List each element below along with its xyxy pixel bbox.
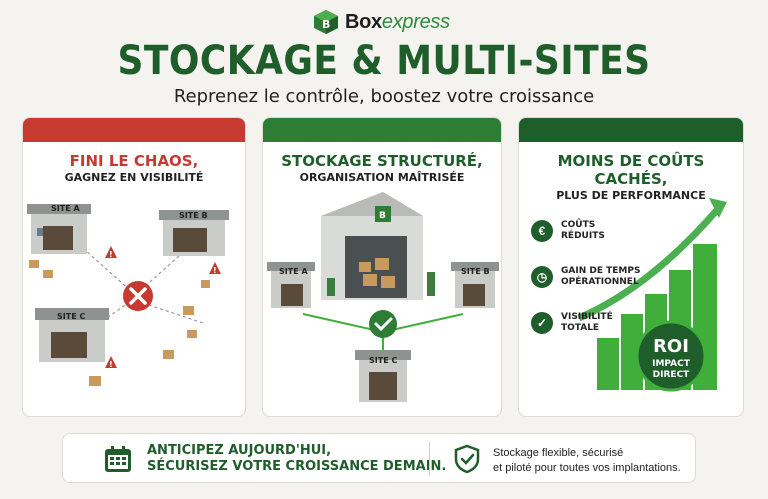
euro-icon: € <box>531 220 553 242</box>
site-b-label: SITE B <box>461 267 490 276</box>
plant-left <box>327 278 335 296</box>
shield-icon <box>454 444 480 474</box>
site-b-label: SITE B <box>179 211 208 220</box>
panel-chaos: FINI LE CHAOS, GAGNEZ EN VISIBILITÉ SITE… <box>22 117 246 417</box>
panel-performance-title: MOINS DE COÛTS CACHÉS, PLUS DE PERFORMAN… <box>519 152 743 204</box>
calendar-icon <box>105 446 131 472</box>
site-b-building <box>451 262 499 308</box>
header: B Boxexpress STOCKAGE & MULTI-SITES Repr… <box>0 0 768 112</box>
metric-costs-label: COÛTS RÉDUITS <box>561 220 605 241</box>
site-c-building <box>355 350 411 402</box>
svg-text:B: B <box>379 211 386 221</box>
panel-band-red <box>23 118 245 142</box>
brand-name-part2: express <box>381 10 450 33</box>
panel-structured-title-line1: STOCKAGE STRUCTURÉ, <box>281 152 483 170</box>
footer-cta: ANTICIPEZ AUJOURD'HUI, SÉCURISEZ VOTRE C… <box>147 443 446 475</box>
check-icon: ✓ <box>531 312 553 334</box>
footer-cta-line1: ANTICIPEZ AUJOURD'HUI, <box>147 443 332 458</box>
site-b-building <box>159 210 229 256</box>
metric-time: ◷ GAIN DE TEMPS OPÉRATIONNEL <box>531 266 640 288</box>
growth-scene: ROI IMPACT DIRECT <box>577 198 727 392</box>
panel-band-darkgreen <box>519 118 743 142</box>
svg-text:!: ! <box>213 266 217 275</box>
metric-visibility-label: VISIBILITÉ TOTALE <box>561 312 613 333</box>
footer-info: Stockage flexible, sécurisé et piloté po… <box>493 446 681 476</box>
panel-structured-title-line2: ORGANISATION MAÎTRISÉE <box>299 171 465 184</box>
warning-icon <box>105 246 221 368</box>
brand-logo: B Boxexpress <box>313 8 450 36</box>
site-a-building <box>267 262 315 308</box>
panel-band-green <box>263 118 501 142</box>
svg-text:!: ! <box>109 250 113 259</box>
page-title: STOCKAGE & MULTI-SITES <box>117 38 651 84</box>
panel-structured: STOCKAGE STRUCTURÉ, ORGANISATION MAÎTRIS… <box>262 117 502 417</box>
site-c-label: SITE C <box>57 312 85 321</box>
panel-performance: MOINS DE COÛTS CACHÉS, PLUS DE PERFORMAN… <box>518 117 744 417</box>
arrow-head-icon <box>709 198 727 218</box>
panel-chaos-title: FINI LE CHAOS, GAGNEZ EN VISIBILITÉ <box>23 152 245 186</box>
footer-info-line1: Stockage flexible, sécurisé <box>493 447 624 459</box>
brand-name-part1: Box <box>345 10 382 33</box>
svg-text:!: ! <box>109 360 113 369</box>
metric-time-label: GAIN DE TEMPS OPÉRATIONNEL <box>561 266 641 287</box>
warehouse-building <box>321 192 423 300</box>
growth-arrow <box>577 207 720 322</box>
footer-banner: ANTICIPEZ AUJOURD'HUI, SÉCURISEZ VOTRE C… <box>62 433 696 483</box>
box-logo-icon: B <box>314 10 338 34</box>
roi-line2: IMPACT <box>652 359 691 369</box>
panel-chaos-title-line2: GAGNEZ EN VISIBILITÉ <box>64 171 204 184</box>
metric-visibility: ✓ VISIBILITÉ TOTALE <box>531 312 613 334</box>
page-subtitle: Reprenez le contrôle, boostez votre croi… <box>173 86 595 107</box>
panel-structured-title: STOCKAGE STRUCTURÉ, ORGANISATION MAÎTRIS… <box>263 152 501 186</box>
structured-scene: B SITE A SITE B SITE C <box>267 192 499 402</box>
clock-icon: ◷ <box>531 266 553 288</box>
site-a-label: SITE A <box>279 267 308 276</box>
site-a-building <box>27 204 91 254</box>
site-c-building <box>35 308 109 362</box>
site-a-label: SITE A <box>51 204 80 213</box>
brand-name: Boxexpress <box>345 11 450 34</box>
footer-cta-line2: SÉCURISEZ VOTRE CROISSANCE DEMAIN. <box>147 459 447 474</box>
footer-info-line2: et piloté pour toutes vos implantations. <box>493 462 681 474</box>
metric-costs: € COÛTS RÉDUITS <box>531 220 605 242</box>
success-check-icon <box>369 310 397 338</box>
roi-badge <box>635 320 707 392</box>
panel-performance-title-line1: MOINS DE COÛTS CACHÉS, <box>557 152 705 188</box>
site-c-label: SITE C <box>369 356 397 365</box>
svg-text:B: B <box>322 18 330 31</box>
scattered-boxes <box>29 260 210 386</box>
warehouse-logo-icon: B <box>375 206 391 222</box>
roi-line1: ROI <box>653 336 689 357</box>
plant-right <box>427 272 435 296</box>
panel-chaos-title-line1: FINI LE CHAOS, <box>69 152 199 170</box>
panel-performance-title-line2: PLUS DE PERFORMANCE <box>556 189 706 202</box>
footer-divider <box>429 442 430 476</box>
roi-line3: DIRECT <box>653 370 691 380</box>
chaos-scene: SITE A SITE B SITE C !!! <box>27 204 229 386</box>
